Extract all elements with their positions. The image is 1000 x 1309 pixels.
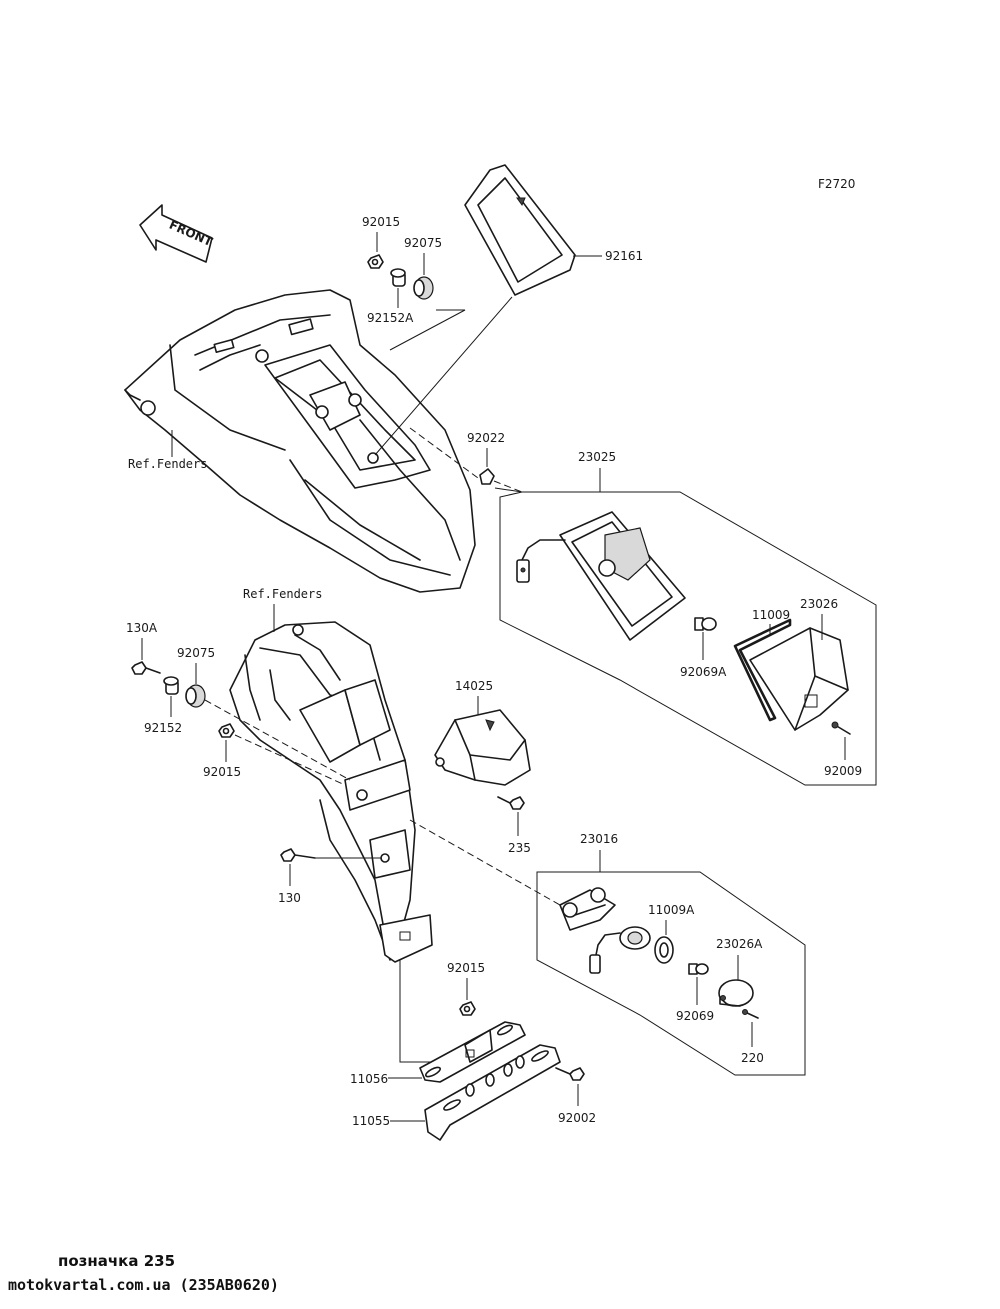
upper-fender bbox=[124, 289, 476, 593]
part-92015-bottom bbox=[459, 1001, 476, 1016]
part-220-screw bbox=[742, 1009, 759, 1019]
label-23025: 23025 bbox=[578, 450, 616, 464]
part-23025-taillight bbox=[516, 511, 686, 641]
label-92015-mid: 92015 bbox=[203, 765, 241, 779]
footer-line-1: позначка 235 bbox=[58, 1252, 175, 1270]
label-14025: 14025 bbox=[455, 679, 493, 693]
label-92069: 92069 bbox=[676, 1009, 714, 1023]
ref-fenders-upper: Ref.Fenders bbox=[128, 457, 207, 471]
part-92069-bulb bbox=[688, 963, 709, 975]
label-130: 130 bbox=[278, 891, 301, 905]
label-130A: 130A bbox=[126, 621, 158, 635]
part-11009A-ring bbox=[654, 936, 674, 964]
label-11055: 11055 bbox=[352, 1114, 390, 1128]
part-14025-cover bbox=[434, 709, 531, 786]
part-11009-gasket bbox=[733, 618, 792, 722]
part-235-screw bbox=[497, 796, 525, 810]
label-92069A: 92069A bbox=[680, 665, 727, 679]
label-220: 220 bbox=[741, 1051, 764, 1065]
part-92152A bbox=[390, 268, 406, 287]
label-92161: 92161 bbox=[605, 249, 643, 263]
part-92015-mid bbox=[218, 723, 235, 738]
part-130-bolt bbox=[280, 848, 316, 862]
footer-line-2: motokvartal.com.ua (235AB0620) bbox=[8, 1276, 279, 1294]
lower-fender bbox=[229, 621, 433, 963]
part-92069A-bulb bbox=[694, 617, 717, 631]
label-92152: 92152 bbox=[144, 721, 182, 735]
label-235: 235 bbox=[508, 841, 531, 855]
part-92152 bbox=[163, 676, 179, 695]
part-92022 bbox=[479, 468, 495, 485]
label-23026: 23026 bbox=[800, 597, 838, 611]
label-92152A: 92152A bbox=[367, 311, 414, 325]
part-92161-reflector bbox=[464, 164, 576, 296]
label-92015-top: 92015 bbox=[362, 215, 400, 229]
part-23026A-lens bbox=[718, 979, 754, 1007]
part-92075-top bbox=[413, 276, 434, 300]
label-92075-top: 92075 bbox=[404, 236, 442, 250]
diagram-code: F2720 bbox=[818, 177, 855, 191]
part-92002-bolt bbox=[555, 1067, 585, 1081]
label-92002: 92002 bbox=[558, 1111, 596, 1125]
label-92009: 92009 bbox=[824, 764, 862, 778]
front-arrow: FRONT bbox=[139, 204, 215, 263]
label-23026A: 23026A bbox=[716, 937, 763, 951]
ref-fenders-lower: Ref.Fenders bbox=[243, 587, 322, 601]
part-92075-mid bbox=[185, 684, 206, 708]
label-11009: 11009 bbox=[752, 608, 790, 622]
label-23016: 23016 bbox=[580, 832, 618, 846]
label-11056: 11056 bbox=[350, 1072, 388, 1086]
part-11056-bracket bbox=[419, 1021, 526, 1083]
label-92075-mid: 92075 bbox=[177, 646, 215, 660]
part-130A-bolt bbox=[131, 661, 161, 675]
part-92009-screw bbox=[831, 721, 851, 735]
part-23026-lens bbox=[749, 627, 849, 731]
label-11009A: 11009A bbox=[648, 903, 695, 917]
label-92022: 92022 bbox=[467, 431, 505, 445]
part-92015-top bbox=[367, 254, 384, 269]
label-92015-bottom: 92015 bbox=[447, 961, 485, 975]
part-11055-bracket bbox=[424, 1044, 561, 1141]
part-23016-lamp-holder bbox=[559, 887, 651, 974]
